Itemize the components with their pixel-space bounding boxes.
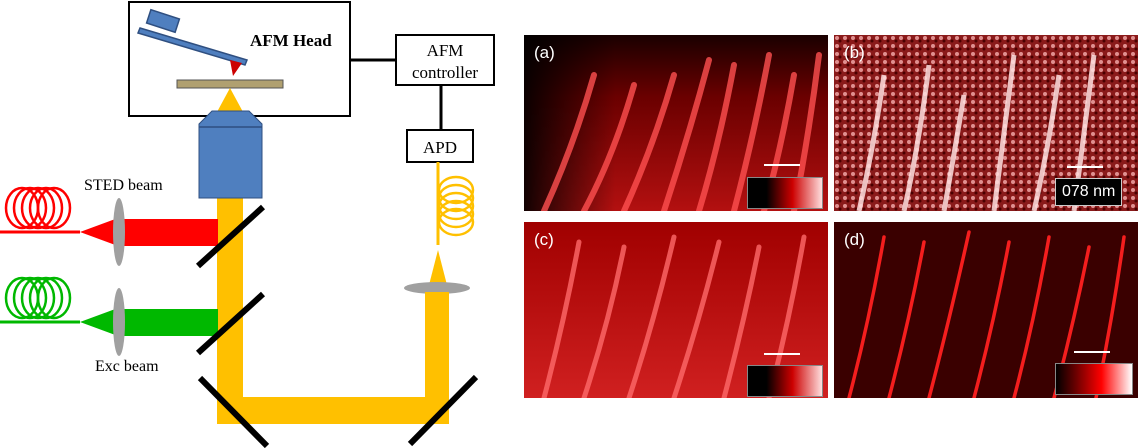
exc-beam <box>118 309 218 336</box>
exc-lens <box>113 288 125 356</box>
panel-d-colorbar <box>1055 363 1133 395</box>
afm-tip-icon <box>230 60 242 76</box>
afm-sted-setup-schematic: AFM Head AFM controller APD STED beam <box>0 1 495 448</box>
panel-a-label: (a) <box>534 43 555 62</box>
sted-fiber-coil <box>4 186 72 230</box>
sted-beam-cone <box>80 218 118 246</box>
exc-beam-label: Exc beam <box>95 358 159 375</box>
panel-d: (d) <box>834 222 1138 398</box>
apd-label: APD <box>423 138 457 157</box>
objective-lens <box>198 110 263 199</box>
panel-a-scale-bar <box>764 164 800 166</box>
sample-slide <box>176 79 284 89</box>
panel-c-label: (c) <box>534 230 554 249</box>
afm-head-label: AFM Head <box>250 31 332 50</box>
cantilever-holder <box>145 8 181 34</box>
panel-c-image <box>524 222 828 398</box>
exc-fiber-coil <box>4 276 72 320</box>
panel-b-label: (b) <box>844 43 865 62</box>
panel-b-scale-bar <box>1067 166 1103 168</box>
afm-controller-box <box>395 34 495 86</box>
panel-c: (c) <box>524 222 828 398</box>
exc-beam-cone <box>80 308 118 336</box>
detection-fiber-coil <box>437 175 475 237</box>
mirrors <box>195 204 479 448</box>
beam-into-objective <box>217 88 243 112</box>
panel-c-colorbar <box>747 365 823 397</box>
detection-beam-path <box>217 195 449 424</box>
detection-lens <box>404 282 470 294</box>
sted-beam <box>118 219 218 246</box>
panel-a: (a) <box>524 35 828 211</box>
panel-d-scale-bar <box>1074 351 1110 353</box>
afm-controller-line2: controller <box>412 63 478 82</box>
apd-box <box>406 129 474 163</box>
panel-c-scale-bar <box>764 353 800 355</box>
panel-b: (b) 078 nm <box>834 35 1138 211</box>
panel-d-label: (d) <box>844 230 865 249</box>
detection-fiber-coupler <box>429 250 447 285</box>
panel-b-height-scale: 078 nm <box>1055 178 1123 206</box>
cantilever <box>136 27 249 66</box>
afm-controller-line1: AFM <box>427 41 464 60</box>
sted-beam-label: STED beam <box>84 177 163 194</box>
sted-lens <box>113 198 125 266</box>
panel-a-colorbar <box>747 177 823 209</box>
